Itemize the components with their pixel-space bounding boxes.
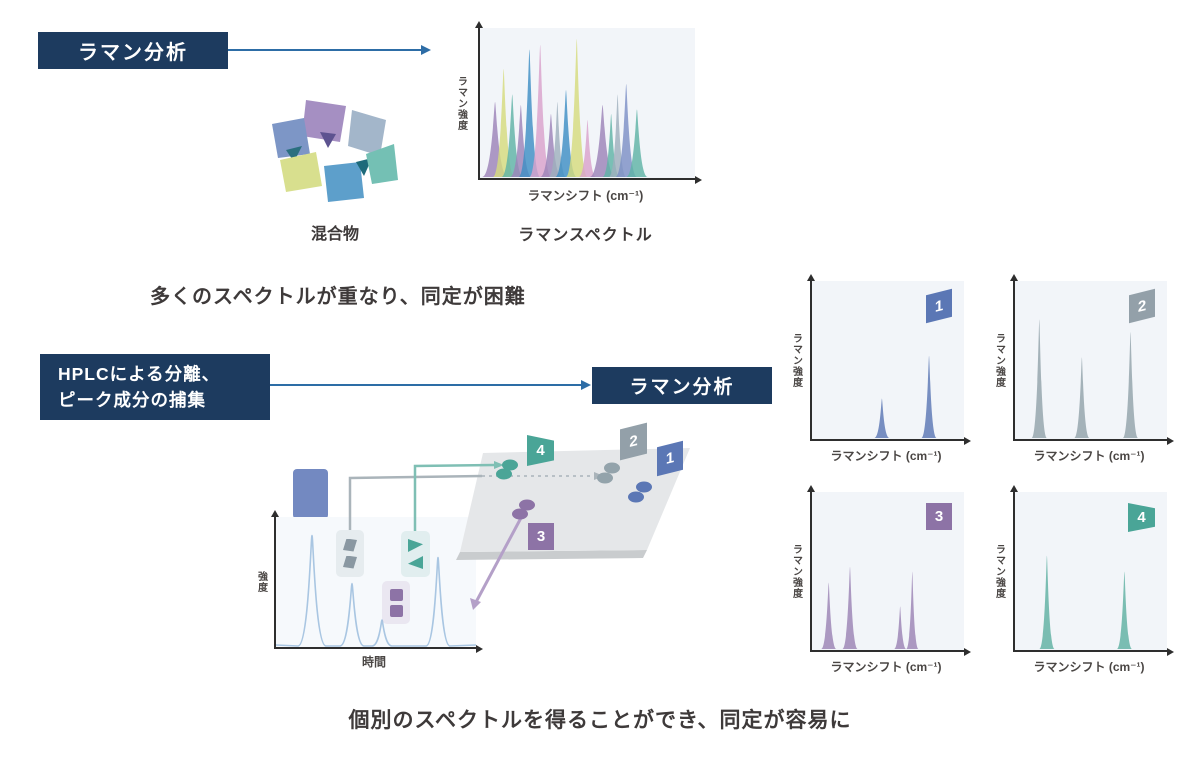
chart-badge-3: 3 <box>926 503 952 530</box>
component-2-xlabel: ラマンシフト (cm⁻¹) <box>1033 449 1145 463</box>
plate-flag-3: 3 <box>528 523 554 550</box>
fraction-badge-gray <box>336 530 364 577</box>
component-4-xlabel: ラマンシフト (cm⁻¹) <box>1033 660 1145 674</box>
component-1-xlabel: ラマンシフト (cm⁻¹) <box>830 449 942 463</box>
plate-flag-1: 1 <box>657 440 683 477</box>
component-3-spectrum-chart: 3 <box>807 485 971 656</box>
component-2-ylabel: ラマン強度 <box>993 332 1005 388</box>
chromatogram-ylabel: 強度 <box>255 571 267 593</box>
component-3-ylabel: ラマン強度 <box>790 543 802 599</box>
component-2-spectrum-chart: 2 <box>1010 274 1174 445</box>
component-3-xlabel: ラマンシフト (cm⁻¹) <box>830 660 942 674</box>
mixture-spectrum-ylabel: ラマン強度 <box>455 75 467 131</box>
mixture-spectrum-caption: ラマンスペクトル <box>518 227 653 244</box>
chart-badge-4: 4 <box>1128 503 1155 532</box>
raman-analysis-label-bottom: ラマン分析 <box>592 367 772 404</box>
fraction-shape-icon <box>389 604 403 617</box>
raman-analysis-label-top: ラマン分析 <box>38 32 228 69</box>
plate-flag-4: 4 <box>527 435 554 466</box>
component-1-ylabel: ラマン強度 <box>790 332 802 388</box>
component-1-spectrum-chart: 1 <box>807 274 971 445</box>
mixture-spectrum-xlabel: ラマンシフト (cm⁻¹) <box>527 189 644 203</box>
chromatogram-chart <box>271 510 483 653</box>
fraction-badge-purple <box>382 581 410 624</box>
fraction-shape-icon <box>389 588 403 601</box>
fraction-shape-icon <box>408 556 423 569</box>
mixture-label: 混合物 <box>310 226 359 243</box>
hplc-label-line1: HPLCによる分離、 <box>58 363 221 384</box>
sample-vial-icon <box>293 469 328 519</box>
component-4-ylabel: ラマン強度 <box>993 543 1005 599</box>
fraction-shape-icon <box>408 539 423 552</box>
fraction-badge-teal <box>401 531 430 577</box>
component-4-spectrum-chart: 4 <box>1010 485 1174 656</box>
overlap-problem-note: 多くのスペクトルが重なり、同定が困難 <box>150 286 526 308</box>
arrow-right-icon <box>228 45 431 55</box>
chromatogram-xlabel: 時間 <box>361 655 386 669</box>
fraction-shape-icon <box>343 538 357 552</box>
mixture-shapes-illustration <box>272 100 398 202</box>
arrow-right-icon <box>270 380 591 390</box>
mixture-spectrum-chart <box>475 21 702 184</box>
hplc-label-line2: ピーク成分の捕集 <box>58 390 206 410</box>
fraction-shape-icon <box>343 555 357 569</box>
plate-flag-2: 2 <box>620 422 647 461</box>
individual-spectra-note: 個別のスペクトルを得ることができ、同定が容易に <box>348 709 852 732</box>
hplc-separation-label: HPLCによる分離、 ピーク成分の捕集 <box>40 354 270 420</box>
